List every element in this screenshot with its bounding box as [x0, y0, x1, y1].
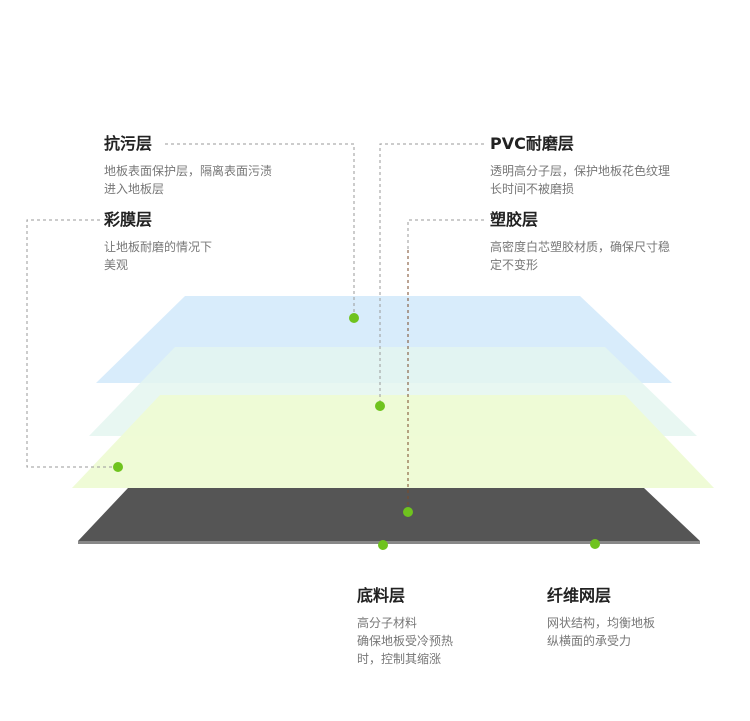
- dot-antifouling: [349, 313, 359, 323]
- label-title: 抗污层: [104, 134, 153, 153]
- label-desc: 地板表面保护层，隔离表面污渍 进入地板层: [104, 162, 272, 198]
- label-base: 底料层 高分子材料 确保地板受冷预热 时，控制其缩涨: [357, 586, 453, 668]
- dot-pvc-wear: [375, 401, 385, 411]
- label-plastic: 塑胶层 高密度白芯塑胶材质，确保尺寸稳 定不变形: [490, 210, 670, 274]
- label-title: 彩膜层: [104, 210, 153, 229]
- desc-line: 长时间不被磨损: [490, 182, 575, 196]
- desc-line: 定不变形: [490, 258, 539, 272]
- label-desc: 透明高分子层，保护地板花色纹理 长时间不被磨损: [490, 162, 670, 198]
- dot-base: [378, 540, 388, 550]
- leader-pvc-wear: [379, 143, 484, 406]
- label-title: PVC耐磨层: [490, 134, 574, 153]
- desc-line: 让地板耐磨的情况下: [104, 240, 213, 254]
- desc-line: 确保地板受冷预热: [357, 634, 454, 648]
- dot-plastic: [403, 507, 413, 517]
- plastic-layer: [72, 395, 714, 488]
- desc-line: 高分子材料: [357, 616, 418, 630]
- label-title: 底料层: [357, 586, 406, 605]
- desc-line: 美观: [104, 258, 129, 272]
- label-color-film: 彩膜层 让地板耐磨的情况下 美观: [104, 210, 212, 274]
- label-title: 纤维网层: [547, 586, 612, 605]
- desc-line: 时，控制其缩涨: [357, 652, 442, 666]
- desc-line: 进入地板层: [104, 182, 165, 196]
- desc-line: 透明高分子层，保护地板花色纹理: [490, 164, 671, 178]
- label-fiber: 纤维网层 网状结构，均衡地板 纵横面的承受力: [547, 586, 655, 650]
- desc-line: 纵横面的承受力: [547, 634, 632, 648]
- base-layer: [78, 488, 700, 541]
- label-desc: 高密度白芯塑胶材质，确保尺寸稳 定不变形: [490, 238, 670, 274]
- leader-antifouling: [165, 143, 355, 318]
- leader-plastic: [407, 219, 484, 250]
- dot-color-film: [113, 462, 123, 472]
- leader-color-film: [26, 219, 118, 468]
- base-layer-edge: [78, 541, 700, 544]
- label-desc: 高分子材料 确保地板受冷预热 时，控制其缩涨: [357, 614, 453, 668]
- label-desc: 让地板耐磨的情况下 美观: [104, 238, 212, 274]
- desc-line: 高密度白芯塑胶材质，确保尺寸稳: [490, 240, 671, 254]
- desc-line: 地板表面保护层，隔离表面污渍: [104, 164, 273, 178]
- label-title: 塑胶层: [490, 210, 539, 229]
- label-pvc-wear: PVC耐磨层 透明高分子层，保护地板花色纹理 长时间不被磨损: [490, 134, 670, 198]
- desc-line: 网状结构，均衡地板: [547, 616, 656, 630]
- label-desc: 网状结构，均衡地板 纵横面的承受力: [547, 614, 655, 650]
- label-antifouling: 抗污层 地板表面保护层，隔离表面污渍 进入地板层: [104, 134, 272, 198]
- dot-fiber: [590, 539, 600, 549]
